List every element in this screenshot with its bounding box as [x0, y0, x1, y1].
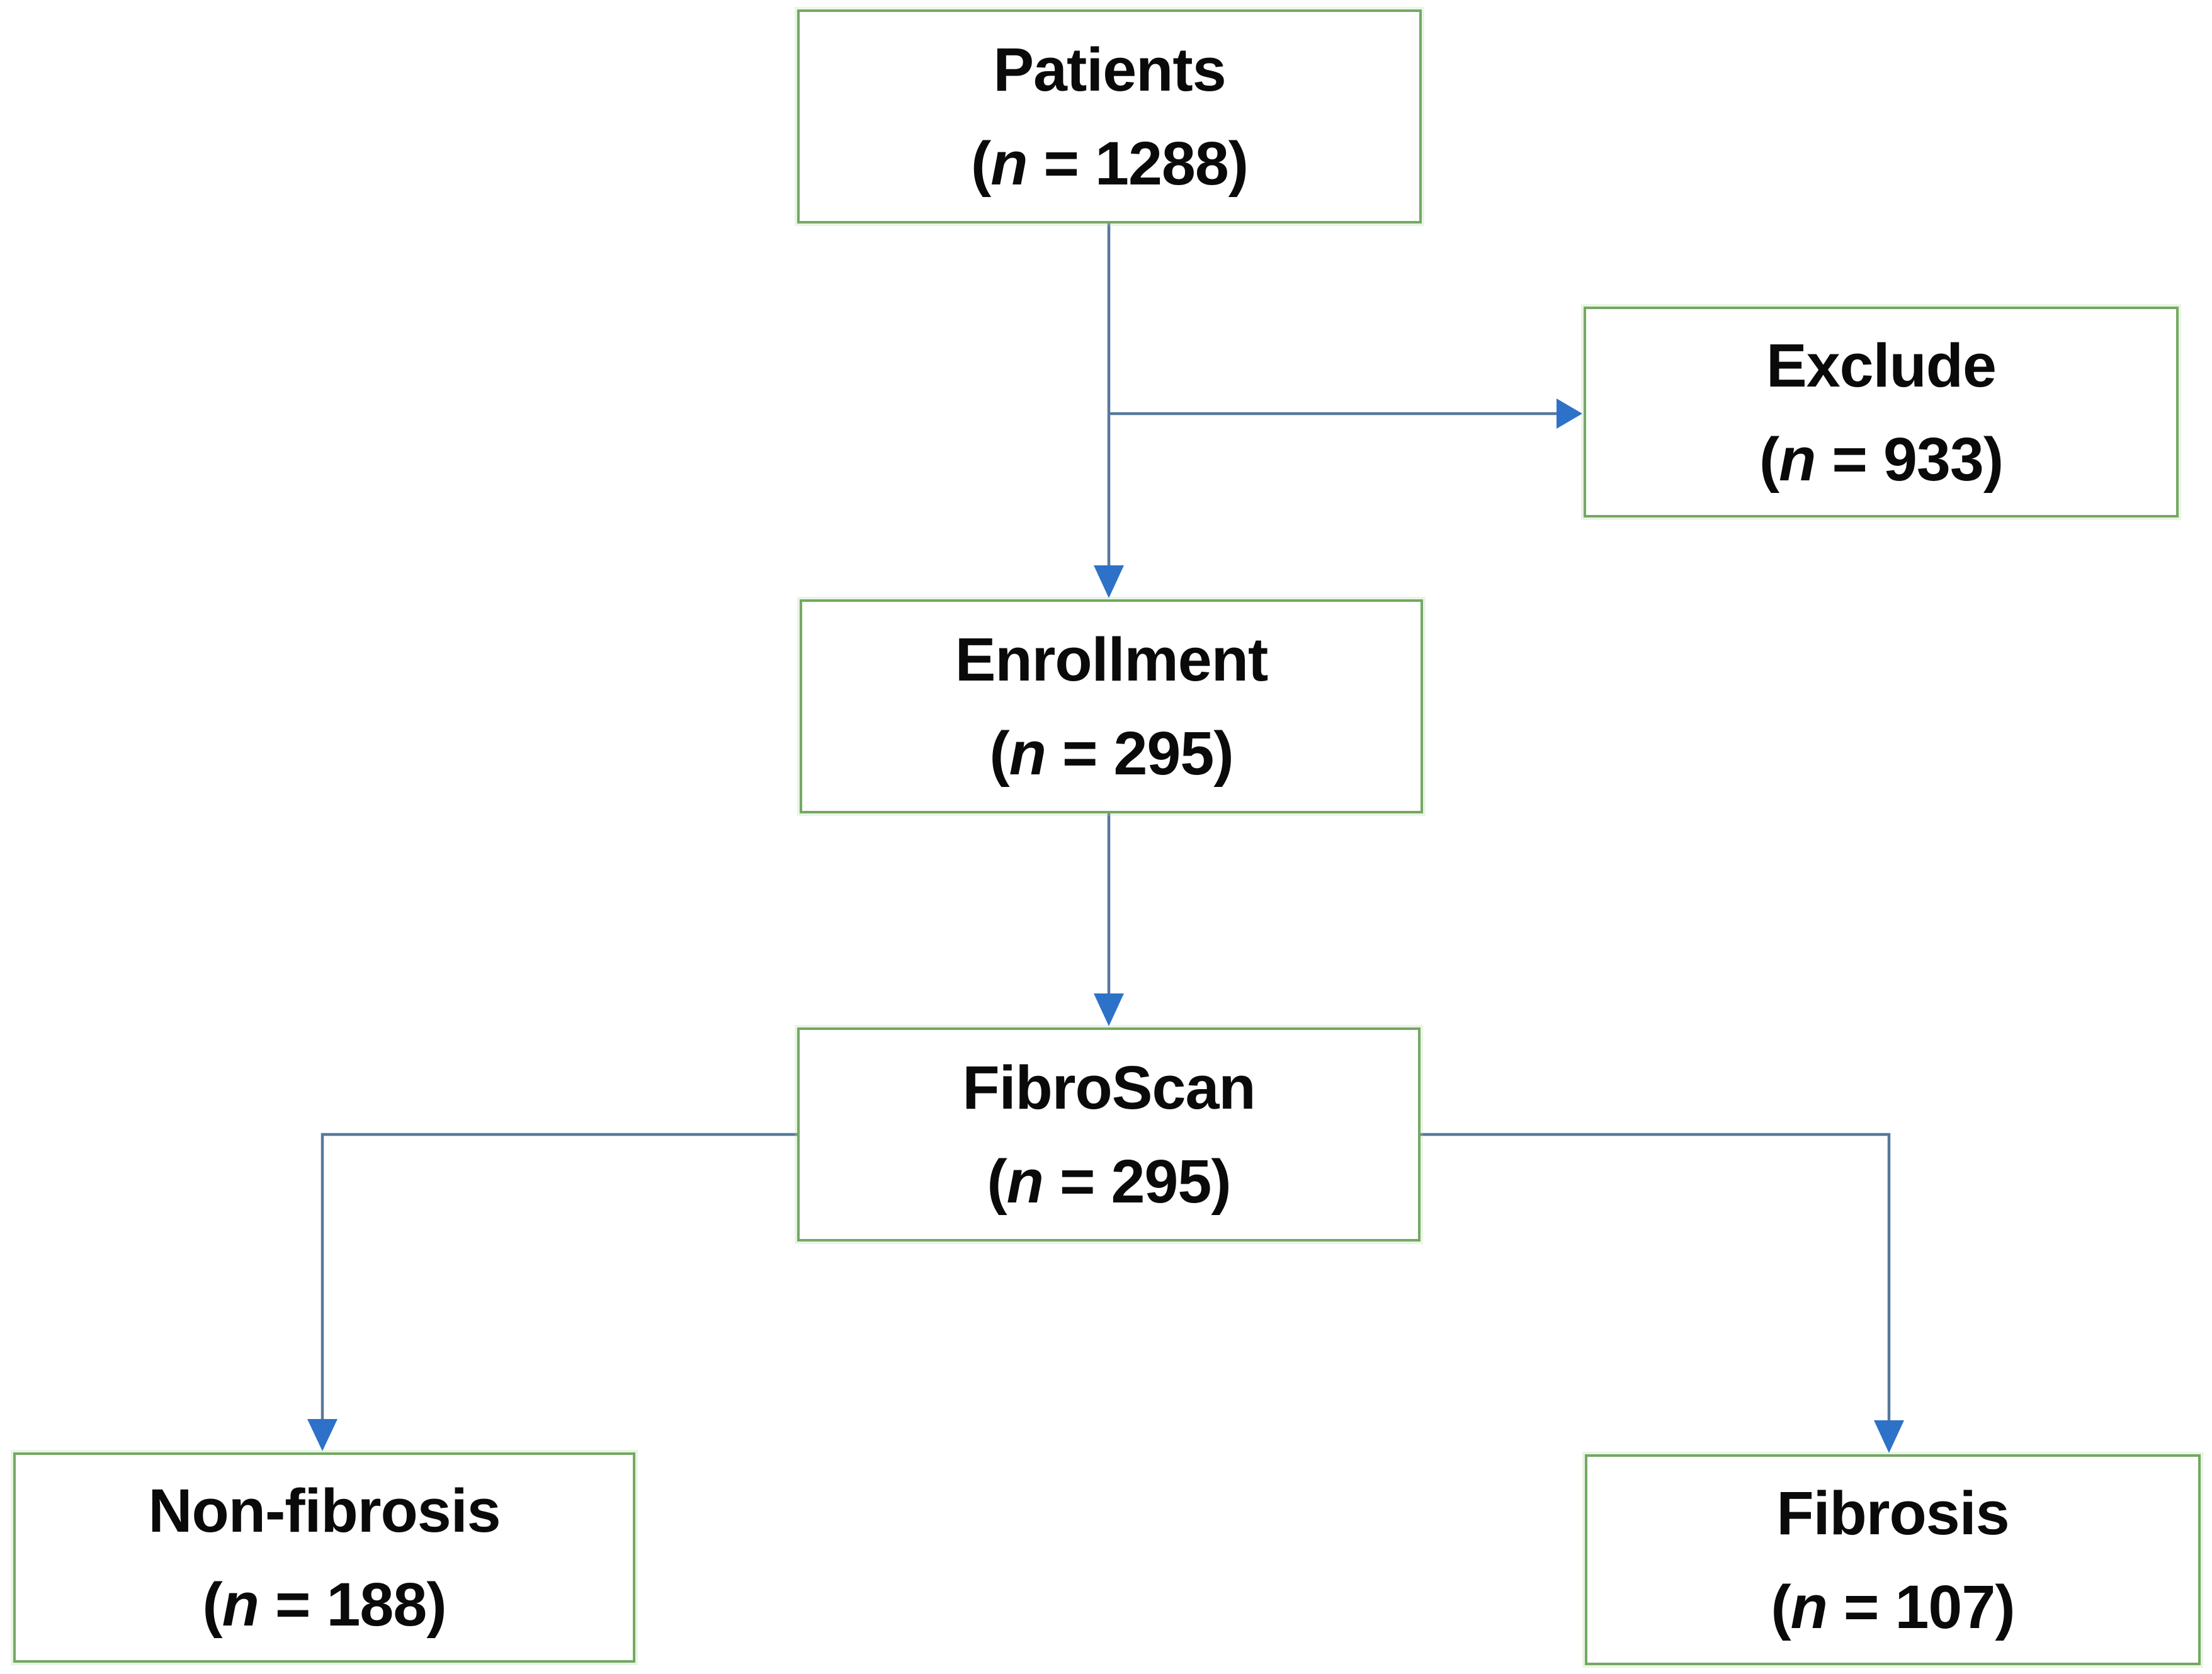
- node-label: Patients: [993, 35, 1226, 104]
- equals-sign: =: [1815, 424, 1883, 494]
- paren-close: ): [1228, 129, 1249, 198]
- node-enrollment: Enrollment (n = 295): [800, 599, 1423, 813]
- n-value: 1288: [1095, 129, 1229, 198]
- node-patients: Patients (n = 1288): [797, 9, 1422, 223]
- paren-open: (: [202, 1570, 222, 1639]
- paren-close: ): [1213, 719, 1234, 788]
- connector-enrollment-to-fibroscan: [1094, 813, 1124, 1026]
- n-value: 933: [1883, 424, 1984, 494]
- node-non-fibrosis: Non-fibrosis (n = 188): [13, 1452, 635, 1663]
- arrowhead-down-fibroscan: [1094, 993, 1124, 1026]
- n-value: 107: [1895, 1572, 1995, 1641]
- node-count: (n = 107): [1771, 1576, 2015, 1637]
- node-label: Enrollment: [955, 625, 1269, 694]
- paren-close: ): [1211, 1147, 1231, 1216]
- connector-fibroscan-to-non-fibrosis: [307, 1133, 797, 1451]
- n-value: 295: [1111, 1147, 1211, 1216]
- node-count: (n = 1288): [971, 133, 1249, 194]
- connector-fibroscan-to-fibrosis: [1421, 1133, 1904, 1453]
- arrowhead-down-fibrosis: [1874, 1420, 1904, 1453]
- n-symbol: n: [1779, 424, 1816, 494]
- equals-sign: =: [1827, 1572, 1895, 1641]
- node-label: FibroScan: [962, 1053, 1256, 1122]
- n-symbol: n: [1009, 719, 1046, 788]
- n-symbol: n: [1790, 1572, 1828, 1641]
- node-label: Fibrosis: [1776, 1478, 2009, 1547]
- node-count: (n = 933): [1759, 429, 2004, 490]
- equals-sign: =: [1045, 719, 1114, 788]
- equals-sign: =: [258, 1570, 327, 1639]
- paren-close: ): [1995, 1572, 2015, 1641]
- paren-open: (: [1759, 424, 1779, 494]
- equals-sign: =: [1027, 129, 1095, 198]
- arrowhead-down-enrollment: [1094, 565, 1124, 598]
- n-symbol: n: [1006, 1147, 1044, 1216]
- n-symbol: n: [990, 129, 1028, 198]
- arrowhead-down-non-fibrosis: [307, 1419, 337, 1451]
- paren-open: (: [970, 129, 991, 198]
- node-count: (n = 188): [202, 1574, 446, 1635]
- n-symbol: n: [222, 1570, 259, 1639]
- paren-open: (: [1771, 1572, 1791, 1641]
- node-label: Non-fibrosis: [148, 1476, 501, 1545]
- node-count: (n = 295): [989, 723, 1234, 784]
- connector-patients-to-exclude: [1109, 399, 1582, 429]
- node-count: (n = 295): [987, 1151, 1231, 1212]
- node-label: Exclude: [1766, 331, 1997, 400]
- node-fibroscan: FibroScan (n = 295): [797, 1027, 1421, 1241]
- node-fibrosis: Fibrosis (n = 107): [1585, 1454, 2201, 1665]
- n-value: 188: [326, 1570, 427, 1639]
- paren-open: (: [989, 719, 1009, 788]
- connector-patients-to-enrollment: [1094, 223, 1124, 598]
- paren-close: ): [426, 1570, 446, 1639]
- node-exclude: Exclude (n = 933): [1584, 307, 2179, 517]
- paren-close: ): [1983, 424, 2004, 494]
- n-value: 295: [1113, 719, 1214, 788]
- paren-open: (: [987, 1147, 1007, 1216]
- equals-sign: =: [1043, 1147, 1111, 1216]
- arrowhead-right-exclude: [1557, 399, 1582, 429]
